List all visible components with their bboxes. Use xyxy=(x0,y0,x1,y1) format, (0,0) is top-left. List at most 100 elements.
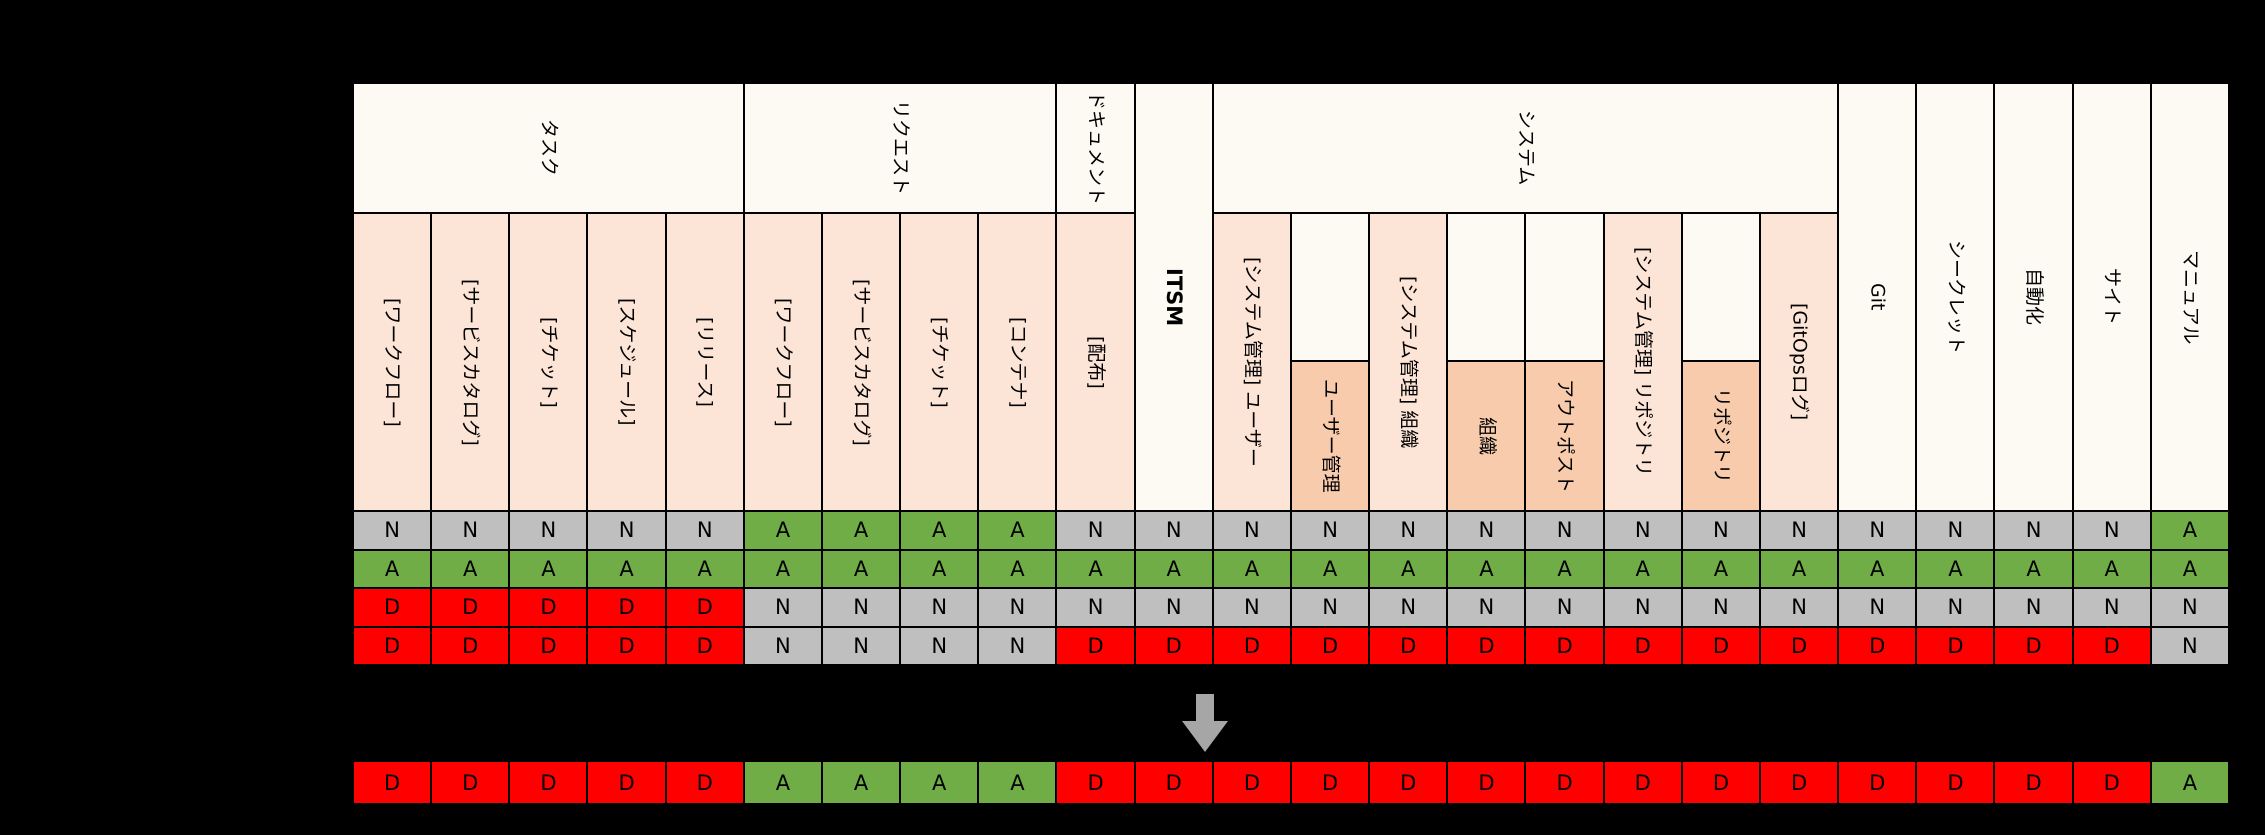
column-subheader: アウトポスト xyxy=(1526,362,1603,510)
result-cell: D xyxy=(1604,762,1681,803)
header-label: マニュアル xyxy=(2179,249,2202,345)
header-label: [コンテナ] xyxy=(1006,316,1029,408)
header-label: [ワークフロー] xyxy=(381,297,404,427)
permission-cell: A xyxy=(2073,550,2150,587)
permission-cell: A xyxy=(1448,550,1525,587)
column-header-spacer xyxy=(1682,214,1759,360)
permission-cell: N xyxy=(1213,589,1290,626)
column-header: [コンテナ] xyxy=(979,214,1056,510)
permission-cell: D xyxy=(1917,627,1994,664)
header-label: サイト xyxy=(2101,268,2124,326)
permission-cell: N xyxy=(2073,512,2150,549)
header-label: ドキュメント xyxy=(1085,90,1108,205)
permission-cell: N xyxy=(1057,589,1134,626)
permission-cell: N xyxy=(1526,512,1603,549)
permission-matrix-table: タスクリクエストドキュメントシステム[ワークフロー][サービスカタログ][チケッ… xyxy=(352,82,2230,666)
permission-cell: N xyxy=(901,589,978,626)
column-header: [チケット] xyxy=(901,214,978,510)
permission-cell: N xyxy=(1839,589,1916,626)
group-header: リクエスト xyxy=(744,84,1056,212)
permission-cell: D xyxy=(354,627,431,664)
permission-cell: A xyxy=(1682,550,1759,587)
permission-cell: N xyxy=(1995,589,2072,626)
permission-cell: N xyxy=(1135,512,1212,549)
header-label: [GitOpsログ] xyxy=(1788,303,1811,421)
result-cell: A xyxy=(744,762,821,803)
permission-cell: D xyxy=(666,589,743,626)
result-cell: A xyxy=(2151,762,2228,803)
result-cell: D xyxy=(2073,762,2150,803)
permission-cell: N xyxy=(1760,512,1838,549)
header-label: [チケット] xyxy=(928,316,951,408)
permission-cell: N xyxy=(1448,512,1525,549)
permission-cell: N xyxy=(1135,589,1212,626)
group-header: タスク xyxy=(354,84,743,212)
column-header: [サービスカタログ] xyxy=(822,214,900,510)
header-label: [システム管理] 組織 xyxy=(1397,275,1420,449)
result-cell: D xyxy=(1995,762,2072,803)
header-label: [リリース] xyxy=(694,317,717,407)
column-header: サイト xyxy=(2073,84,2150,510)
permission-cell: N xyxy=(1995,512,2072,549)
header-label: [配布] xyxy=(1085,335,1108,389)
permission-cell: D xyxy=(2073,627,2150,664)
permission-cell: N xyxy=(1917,512,1994,549)
permission-cell: N xyxy=(1291,512,1369,549)
permission-cell: D xyxy=(588,589,665,626)
permission-cell: A xyxy=(1760,550,1838,587)
column-header: [チケット] xyxy=(510,214,587,510)
result-cell: D xyxy=(1135,762,1212,803)
header-label: [サービスカタログ] xyxy=(459,278,482,446)
permission-cell: A xyxy=(1135,550,1212,587)
permission-cell: A xyxy=(979,512,1056,549)
permission-cell: A xyxy=(901,550,978,587)
header-label: ユーザー管理 xyxy=(1319,379,1342,493)
column-header: シークレット xyxy=(1917,84,1994,510)
permission-cell: D xyxy=(1370,627,1447,664)
permission-cell: N xyxy=(432,512,509,549)
permission-cell: N xyxy=(354,512,431,549)
group-header: ドキュメント xyxy=(1057,84,1134,212)
header-label: Git xyxy=(1866,283,1889,311)
permission-cell: N xyxy=(666,512,743,549)
result-cell: D xyxy=(1213,762,1290,803)
permission-cell: A xyxy=(510,550,587,587)
column-header: [システム管理] 組織 xyxy=(1370,214,1447,510)
permission-cell: A xyxy=(979,550,1056,587)
permission-cell: D xyxy=(1760,627,1838,664)
column-header-spacer xyxy=(1291,214,1369,360)
permission-cell: N xyxy=(588,512,665,549)
column-subheader: 組織 xyxy=(1448,362,1525,510)
result-cell: D xyxy=(1057,762,1134,803)
permission-cell: A xyxy=(1839,550,1916,587)
column-header: [システム管理] リポジトリ xyxy=(1604,214,1681,510)
permission-cell: A xyxy=(432,550,509,587)
header-label: 自動化 xyxy=(2023,268,2046,326)
permission-cell: D xyxy=(432,589,509,626)
permission-cell: A xyxy=(1370,550,1447,587)
permission-cell: D xyxy=(1135,627,1212,664)
permission-cell: D xyxy=(1682,627,1759,664)
column-header: [GitOpsログ] xyxy=(1760,214,1838,510)
column-header: [スケジュール] xyxy=(588,214,665,510)
permission-cell: D xyxy=(666,627,743,664)
header-label: 組織 xyxy=(1475,416,1498,455)
column-header: [配布] xyxy=(1057,214,1134,510)
header-label: アウトポスト xyxy=(1554,378,1577,493)
down-arrow-shape xyxy=(1182,694,1228,752)
header-label: シークレット xyxy=(1944,239,1967,354)
result-cell: A xyxy=(901,762,978,803)
header-label: [スケジュール] xyxy=(616,298,639,426)
permission-cell: N xyxy=(1291,589,1369,626)
permission-cell: D xyxy=(1291,627,1369,664)
result-cell: D xyxy=(432,762,509,803)
result-cell: A xyxy=(979,762,1056,803)
permission-cell: N xyxy=(822,589,900,626)
header-label: [チケット] xyxy=(537,316,560,408)
permission-cell: N xyxy=(979,627,1056,664)
column-subheader: リポジトリ xyxy=(1682,362,1759,510)
permission-cell: N xyxy=(1370,512,1447,549)
header-label: リポジトリ xyxy=(1710,388,1733,484)
permission-cell: N xyxy=(1604,589,1681,626)
